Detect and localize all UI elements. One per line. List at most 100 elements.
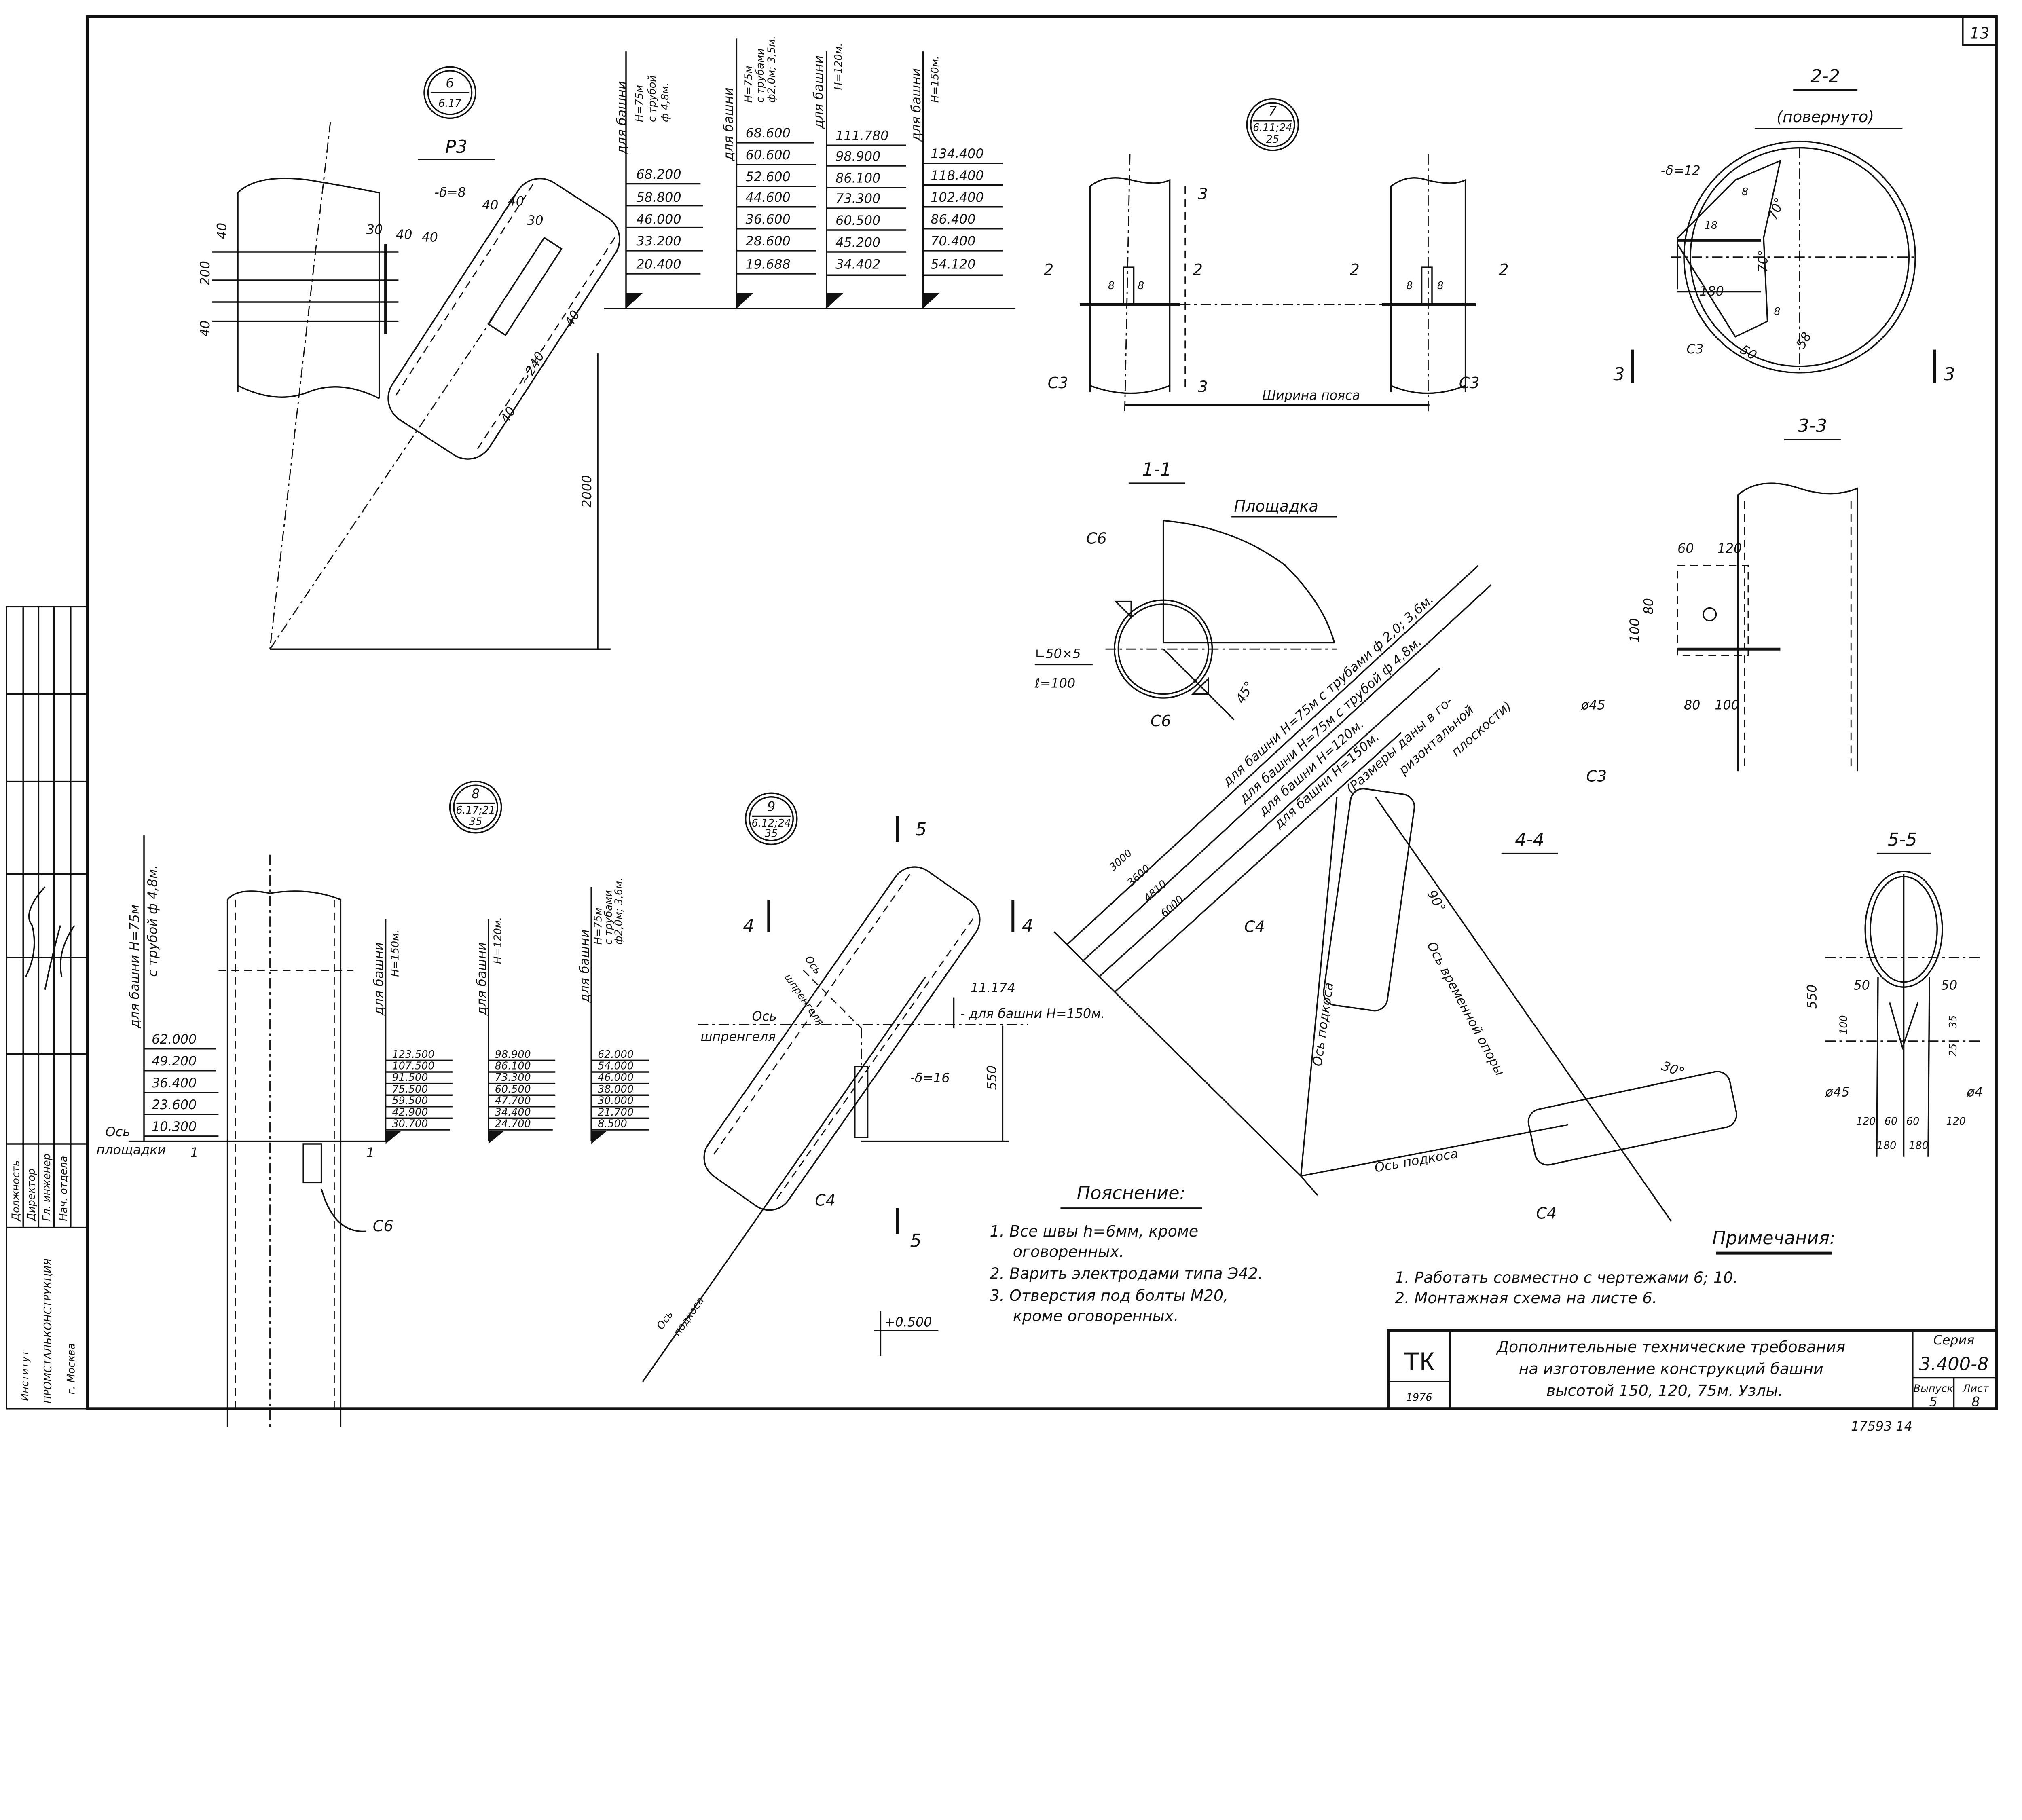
table-cell: 60.500 <box>835 213 880 228</box>
section-mark: 2 <box>1044 261 1053 279</box>
table-cell: 86.100 <box>835 171 880 186</box>
dimension: 25 <box>1947 1043 1959 1056</box>
column-header: с трубами <box>602 890 614 945</box>
explanation-item: оговоренных. <box>1013 1243 1124 1261</box>
section-title: 5-5 <box>1888 830 1917 850</box>
dimension: 40 <box>562 308 583 330</box>
section-mark: 2 <box>1499 261 1508 279</box>
table-cell: 28.600 <box>746 234 791 249</box>
table-cell: 86.100 <box>495 1060 531 1072</box>
dimension: 180 <box>1909 1139 1929 1152</box>
section-mark: 1 <box>366 1146 374 1160</box>
belt-pipe-left <box>1089 177 1171 394</box>
section-2-2: 2-2 (повернуто) -δ=12 8 18 70° 70° 180 5… <box>1613 66 1955 385</box>
column-header: H=150м. <box>389 930 401 977</box>
table-cell: 23.600 <box>152 1098 197 1112</box>
dimension: 30 <box>366 223 383 237</box>
sheet-label: Лист <box>1962 1382 1989 1394</box>
table-cell: 44.600 <box>746 190 791 205</box>
section-mark: 4 <box>743 916 754 936</box>
table-cell: 123.500 <box>392 1048 434 1060</box>
axis-label: Ось подкоса <box>1373 1146 1459 1175</box>
column-header: ф2,0м; 3,6м. <box>612 878 624 945</box>
table-cell: 58.800 <box>636 190 681 205</box>
table-cell: 21.700 <box>598 1106 634 1118</box>
dimension: 120 <box>1717 541 1742 556</box>
section-mark: 3 <box>1613 364 1624 385</box>
weld-label: С3 <box>1459 374 1480 392</box>
note-item: 2. Монтажная схема на листе 6. <box>1395 1289 1657 1307</box>
table-cell: 42.900 <box>392 1106 428 1118</box>
support-pipe <box>1323 788 1415 1012</box>
dimension: 180 <box>1699 284 1724 299</box>
sheet-number: 13 <box>1970 24 1990 42</box>
table-cell: 68.600 <box>746 126 791 141</box>
section-1-1: 1-1 Площадка С6 ∟50×5 ℓ=100 С6 45° <box>1034 459 1337 730</box>
weld-label: С4 <box>1536 1204 1557 1222</box>
weld-label: С4 <box>815 1192 835 1209</box>
weld-size: 8 <box>1437 279 1444 292</box>
dimension: ø45 <box>1581 698 1605 713</box>
plate-thickness: -δ=12 <box>1661 163 1701 178</box>
weld-label: С6 <box>1086 530 1107 547</box>
node-6-callout <box>423 66 476 119</box>
dimension: 50 <box>1941 979 1957 993</box>
axis-label: Ось <box>752 1009 777 1024</box>
drawing-title: высотой 150, 120, 75м. Узлы. <box>1546 1382 1783 1399</box>
node-7-callout <box>1246 98 1299 151</box>
column-header: для башни <box>577 929 592 1003</box>
weld-label: С4 <box>1244 918 1265 936</box>
table-cell: 34.400 <box>495 1106 531 1118</box>
column-header: для башни <box>615 81 629 154</box>
node-9-number: 9 <box>767 800 775 814</box>
dimension: 50 <box>1854 979 1870 993</box>
table-cell: 30.700 <box>392 1118 428 1130</box>
organization-code: ТК <box>1404 1347 1434 1376</box>
elevation-table-top: для башни H=75м с трубой ф 4,8м. для баш… <box>604 36 1016 309</box>
series-label: Серия <box>1933 1333 1975 1348</box>
column-header: для башни <box>909 68 924 142</box>
node-8-callout <box>449 780 502 834</box>
weld-label: С6 <box>1151 712 1171 730</box>
table-cell: 46.000 <box>598 1071 634 1083</box>
dimension: ø45 <box>1825 1085 1850 1099</box>
institute-name: ПРОМСТАЛЬКОНСТРУКЦИЯ <box>42 1258 54 1404</box>
section-mark: 3 <box>1198 185 1208 203</box>
section-mark: 5 <box>910 1230 921 1251</box>
section-title: 4-4 <box>1515 830 1544 850</box>
section-mark: 1 <box>190 1146 198 1160</box>
dimension: 4810 <box>1141 877 1169 904</box>
column-header: H=120м. <box>832 43 844 90</box>
angle-profile: ∟50×5 <box>1035 647 1081 661</box>
dimension: 80 <box>1642 598 1656 614</box>
dimension: 40 <box>508 194 524 209</box>
node-6-ref: 6.17 <box>438 97 461 109</box>
column-header: для башни <box>721 87 736 161</box>
node-8-number: 8 <box>472 787 480 801</box>
signatures <box>25 886 75 990</box>
table-cell: 118.400 <box>931 169 984 183</box>
brace-pipe <box>1527 1071 1737 1166</box>
dimension: 100 <box>1838 1015 1850 1034</box>
section-3-3: 3-3 60 120 100 80 ø45 80 100 С3 <box>1581 416 1858 785</box>
node-9-callout <box>745 792 798 846</box>
weld-label: С3 <box>1686 342 1703 357</box>
node-8-ref2: 35 <box>469 816 482 828</box>
dimension: 60 <box>1885 1115 1897 1127</box>
table-cell: 36.400 <box>152 1076 197 1091</box>
dimension: 200 <box>198 261 213 285</box>
table-cell: 19.688 <box>746 257 791 272</box>
table-cell: 8.500 <box>598 1118 627 1130</box>
level-mark: 11.174 <box>971 981 1015 996</box>
title-block: ТК 1976 Дополнительные технические требо… <box>1387 1329 1998 1410</box>
table-cell: 98.900 <box>495 1048 531 1060</box>
column-header: H=120м. <box>492 917 504 964</box>
axis-label: шпренгеля <box>782 971 827 1027</box>
gusset-plate <box>1677 159 1781 338</box>
institute-label: Институт <box>19 1350 31 1401</box>
gusset-plate <box>854 1066 869 1138</box>
section-subtitle: (повернуто) <box>1777 108 1874 126</box>
chord-length-notes: для башни H=75м с трубами ф 2,0; 3,6м. д… <box>1053 565 1514 1177</box>
connection-plate <box>1677 565 1749 656</box>
sheet-number-title: 8 <box>1971 1395 1980 1409</box>
